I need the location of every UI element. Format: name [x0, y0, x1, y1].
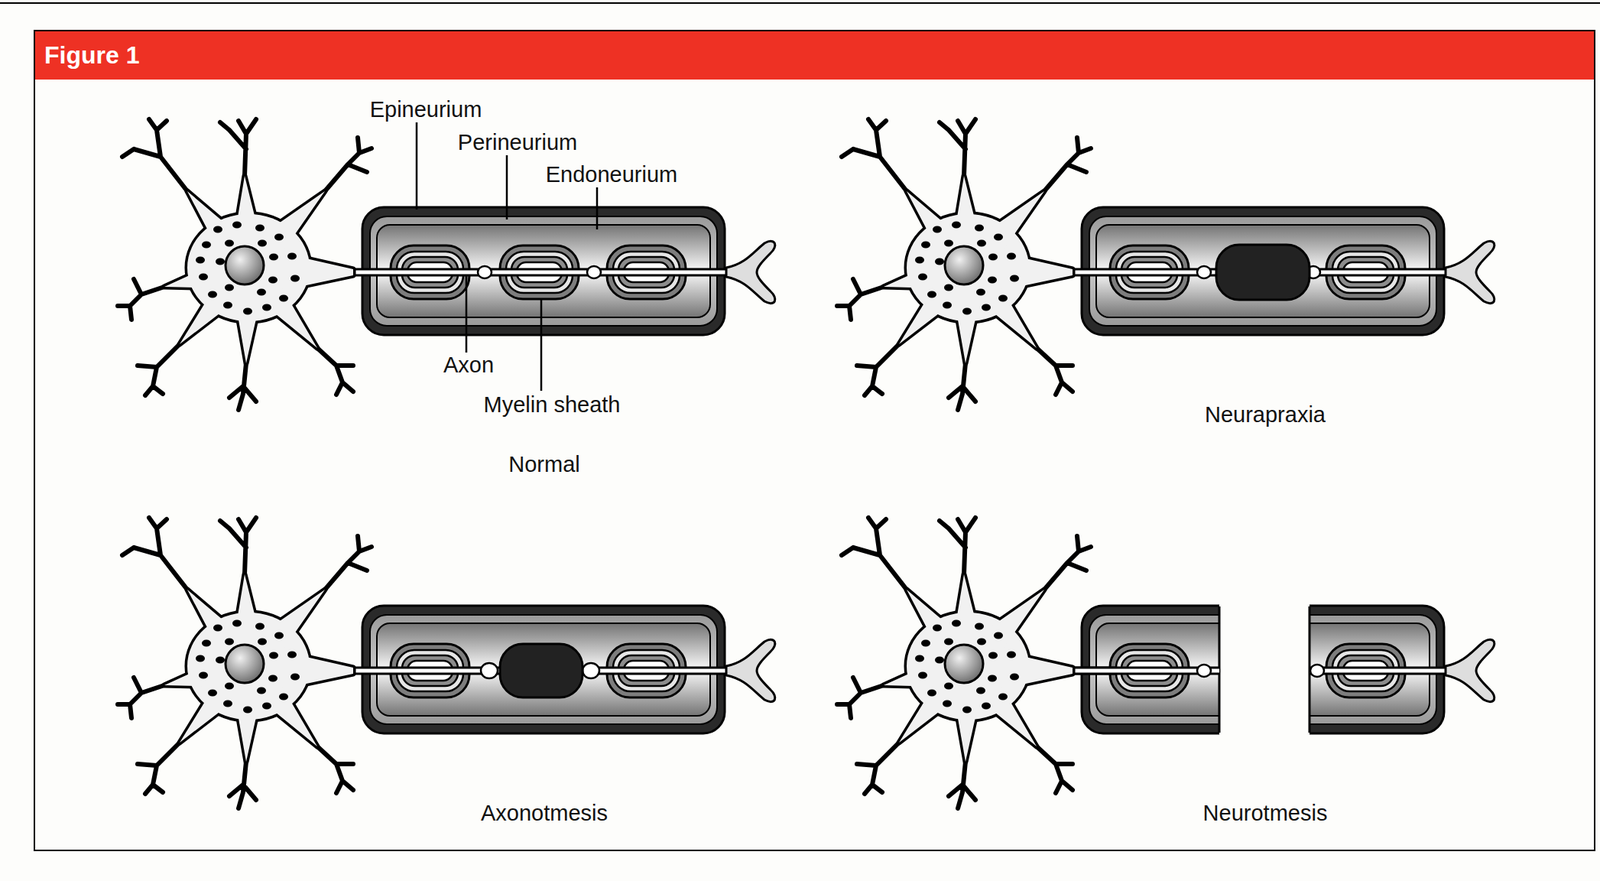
top-rule — [0, 2, 1600, 4]
damaged-axon — [499, 643, 583, 698]
panel-caption: Neurapraxia — [1204, 402, 1326, 428]
axon-terminal — [1445, 240, 1495, 303]
damaged-myelin — [1216, 244, 1310, 300]
node-of-ranvier — [477, 266, 492, 279]
axon-line — [1309, 670, 1452, 672]
axon-terminal — [1445, 639, 1495, 702]
figure-border — [34, 30, 1595, 851]
axon-terminal — [726, 639, 776, 702]
title-band — [34, 30, 1595, 80]
node-of-ranvier — [1197, 664, 1211, 677]
axonotmesis-neuron — [117, 517, 776, 809]
part-label: Myelin sheath — [483, 392, 621, 418]
neurotmesis-neuron — [837, 517, 1495, 809]
axon-gap — [582, 662, 600, 679]
figure-title: Figure 1 — [44, 30, 140, 80]
panel-caption: Normal — [508, 451, 580, 478]
cell-body — [117, 517, 372, 809]
part-label: Endoneurium — [545, 162, 679, 188]
neurapraxia-neuron — [837, 119, 1495, 410]
axon-gap — [480, 662, 498, 679]
cell-body — [837, 517, 1091, 809]
panel-caption: Axonotmesis — [480, 800, 608, 826]
part-label: Axon — [443, 352, 494, 378]
part-label: Perineurium — [457, 129, 578, 156]
cell-body — [117, 119, 372, 410]
node-of-ranvier — [587, 266, 601, 279]
panel-caption: Neurotmesis — [1203, 800, 1328, 826]
node-of-ranvier — [1310, 664, 1325, 677]
node-of-ranvier — [1197, 266, 1211, 279]
cell-body — [837, 119, 1091, 410]
axon-line — [347, 272, 733, 273]
part-label: Epineurium — [369, 97, 483, 123]
axon-terminal — [726, 240, 776, 303]
normal-neuron — [117, 119, 776, 410]
